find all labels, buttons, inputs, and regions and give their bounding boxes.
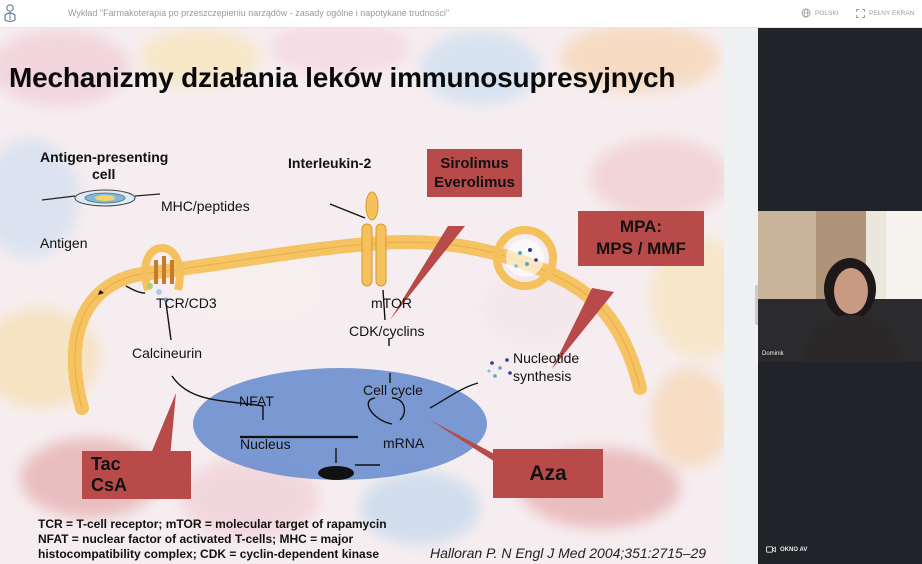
- panel-resize-handle[interactable]: [755, 285, 759, 325]
- antigen-presenting-cell: [41, 189, 161, 207]
- mtor-label: mTOR: [371, 295, 412, 311]
- mrna-label: mRNA: [383, 435, 425, 451]
- mpa-drug-box: MPA: MPS / MMF: [578, 211, 704, 266]
- slide-footnote: TCR = T-cell receptor; mTOR = molecular …: [38, 517, 387, 562]
- footnote-line: NFAT = nuclear factor of activated T-cel…: [38, 532, 354, 546]
- tac-label: Tac: [91, 454, 121, 474]
- globe-icon: [801, 8, 811, 18]
- top-bar: Wykład "Farmakoterapia po przeszczepieni…: [0, 0, 922, 28]
- csa-label: CsA: [91, 475, 128, 495]
- apc-label-line2: cell: [92, 166, 116, 182]
- language-label: POLSKI: [815, 9, 839, 17]
- footnote-line: TCR = T-cell receptor; mTOR = molecular …: [38, 517, 387, 531]
- aza-drug-box: Aza: [493, 449, 603, 498]
- fullscreen-icon: [856, 8, 865, 18]
- tcr-label: TCR/CD3: [156, 295, 217, 311]
- window-title: Wykład "Farmakoterapia po przeszczepieni…: [68, 8, 450, 18]
- nucleotide-particles: [487, 358, 512, 378]
- sirolimus-drug-box: Sirolimus Everolimus: [427, 149, 522, 197]
- sirolimus-label: Sirolimus: [440, 155, 509, 172]
- app-logo-icon: [4, 4, 16, 23]
- nucleus-label: Nucleus: [240, 436, 291, 452]
- tac-csa-drug-box: Tac CsA: [82, 451, 191, 499]
- tcr-receptor: [141, 243, 184, 303]
- video-camera-icon: [766, 546, 776, 553]
- cell-cycle-label: Cell cycle: [363, 382, 423, 398]
- sirolimus-pointer: [390, 226, 465, 320]
- fullscreen-button[interactable]: PEŁNY EKRAN: [856, 6, 914, 20]
- footnote-line: histocompatibility complex; CDK = cyclin…: [38, 547, 380, 561]
- mpa-label: MPA:: [619, 217, 663, 236]
- slide-panel-gap: [724, 28, 758, 564]
- il2-receptor: [361, 191, 387, 287]
- mps-mmf-label: MPS / MMF: [596, 239, 686, 258]
- fullscreen-label: PEŁNY EKRAN: [869, 9, 915, 17]
- participant-name: Dominik: [762, 351, 784, 357]
- mhc-label: MHC/peptides: [161, 198, 250, 214]
- participant-video-tile[interactable]: Dominik: [758, 211, 922, 362]
- slide-citation: Halloran P. N Engl J Med 2004;351:2715–2…: [430, 545, 707, 561]
- interleukin-label: Interleukin-2: [288, 155, 372, 171]
- av-window-button[interactable]: OKNO AV: [766, 546, 807, 553]
- nucleotide-vesicle: [493, 226, 557, 290]
- antigen-label: Antigen: [40, 235, 88, 251]
- everolimus-label: Everolimus: [434, 174, 515, 191]
- participant-video-frame: [758, 211, 922, 362]
- video-panel: Dominik OKNO AV: [758, 28, 922, 564]
- cdk-label: CDK/cyclins: [349, 323, 425, 339]
- immunosuppressant-diagram: [41, 189, 647, 480]
- nucleotide-label-line2: synthesis: [513, 368, 572, 384]
- slide-title: Mechanizmy działania leków immunosupresy…: [9, 62, 676, 93]
- nucleus: [193, 368, 487, 480]
- mpa-pointer: [552, 288, 614, 369]
- language-button[interactable]: POLSKI: [801, 6, 838, 20]
- presentation-slide: Mechanizmy działania leków immunosupresy…: [0, 28, 724, 564]
- av-window-label: OKNO AV: [780, 546, 808, 553]
- aza-label: Aza: [529, 462, 567, 485]
- apc-label-line1: Antigen-presenting: [40, 149, 169, 165]
- nfat-label: NFAT: [239, 393, 274, 409]
- nucleotide-label-line1: Nucleotide: [513, 350, 580, 366]
- calcineurin-label: Calcineurin: [132, 345, 203, 361]
